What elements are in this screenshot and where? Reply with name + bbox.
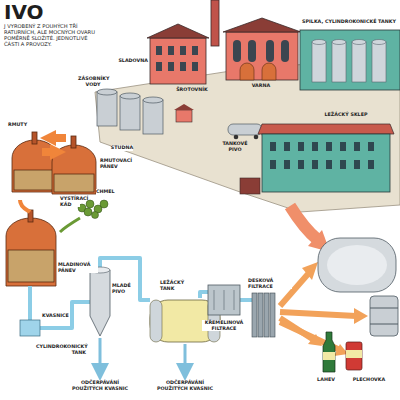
part-label: LEŽÁCKÝ TANK xyxy=(160,280,192,291)
part-label: ODČERPÁVÁNÍ POUŽITÝCH KVASNIC xyxy=(68,380,132,391)
part-label: KVASNICE xyxy=(42,313,69,319)
part-label: MLADÉ PIVO xyxy=(112,283,136,294)
part-label: DESKOVÁ FILTRACE xyxy=(248,278,292,289)
part-label: TANKOVÉ PIVO xyxy=(220,141,250,152)
part-label: RMUTY xyxy=(8,122,27,128)
part-label: STUDNA xyxy=(111,145,133,151)
title: IVO xyxy=(4,2,44,22)
part-label: MLADINOVÁ PÁNEV xyxy=(58,262,98,273)
part-label: SPILKA, CYLINDROKONICKÉ TANKY xyxy=(302,19,396,25)
part-label: CHMEL xyxy=(96,189,115,195)
part-label: RMUTOVACÍ PÁNEV xyxy=(100,158,136,169)
part-label: ZÁSOBNÍKY VODY xyxy=(78,76,108,87)
intro-text: J VYROBENÝ Z POUHÝCH TŘÍ RATURNÍCH, ALE … xyxy=(4,24,102,48)
part-label: KŘEMELINOVÁ FILTRACE xyxy=(202,320,246,331)
part-label: PLECHOVKA xyxy=(353,377,385,383)
part-label: LAHEV xyxy=(317,377,335,383)
part-label: VYSTÍRACÍ KÁD xyxy=(60,196,80,207)
part-label: VARNA xyxy=(252,83,271,89)
part-label: SLADOVNA xyxy=(118,58,148,64)
part-label: ODČERPÁVÁNÍ POUŽITÝCH KVASNIC xyxy=(153,380,217,391)
part-label: ŠROTOVNÍK xyxy=(176,87,208,93)
part-label: LEŽÁCKÝ SKLEP xyxy=(325,112,368,118)
part-label: CYLINDROKONICKÝ TANK xyxy=(36,344,86,355)
